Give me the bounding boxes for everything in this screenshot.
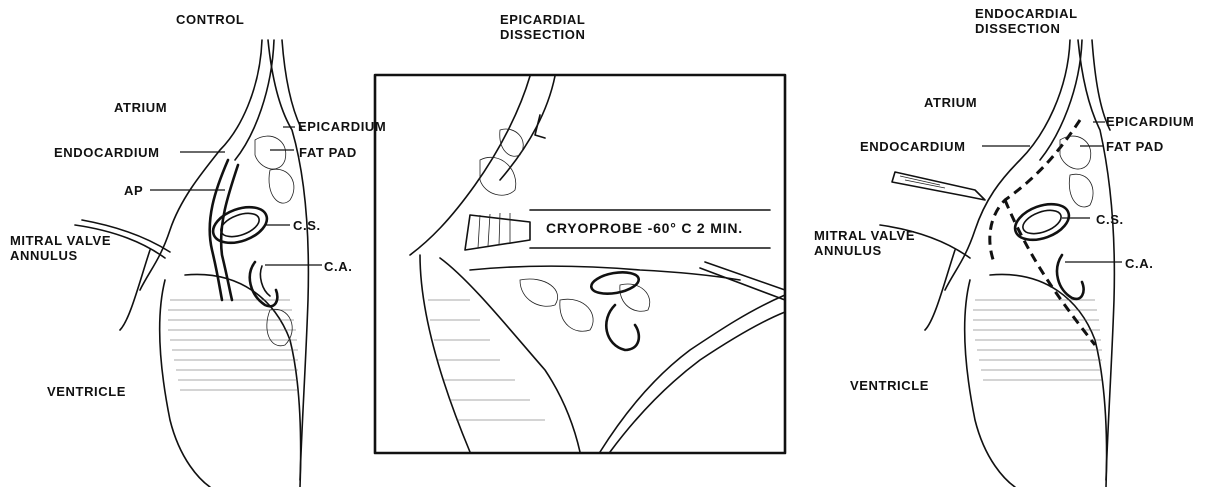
endocardial-endocardium-label: ENDOCARDIUM xyxy=(860,139,966,154)
control-ap-label: AP xyxy=(124,183,143,198)
control-cs-label: C.S. xyxy=(293,218,321,233)
control-endocardium-label: ENDOCARDIUM xyxy=(54,145,160,160)
endocardial-title: ENDOCARDIAL DISSECTION xyxy=(975,6,1078,36)
control-fat-pad-label: FAT PAD xyxy=(299,145,357,160)
control-mitral-label: MITRAL VALVE ANNULUS xyxy=(10,233,111,263)
control-epicardium-label: EPICARDIUM xyxy=(298,119,386,134)
control-ventricle-label: VENTRICLE xyxy=(47,384,126,399)
epicardial-panel-drawing xyxy=(375,75,785,453)
control-ca-label: C.A. xyxy=(324,259,352,274)
epicardial-title: EPICARDIAL DISSECTION xyxy=(500,12,585,42)
endocardial-cs-label: C.S. xyxy=(1096,212,1124,227)
endocardial-fat-pad-label: FAT PAD xyxy=(1106,139,1164,154)
endocardial-ventricle-label: VENTRICLE xyxy=(850,378,929,393)
endocardial-panel-drawing xyxy=(880,40,1122,487)
control-title: CONTROL xyxy=(176,12,244,27)
cryoprobe-label: CRYOPROBE -60° C 2 MIN. xyxy=(546,221,743,236)
control-panel-drawing xyxy=(75,40,322,487)
endocardial-ca-label: C.A. xyxy=(1125,256,1153,271)
endocardial-atrium-label: ATRIUM xyxy=(924,95,977,110)
endocardial-mitral-label: MITRAL VALVE ANNULUS xyxy=(814,228,915,258)
endocardial-epicardium-label: EPICARDIUM xyxy=(1106,114,1194,129)
control-atrium-label: ATRIUM xyxy=(114,100,167,115)
